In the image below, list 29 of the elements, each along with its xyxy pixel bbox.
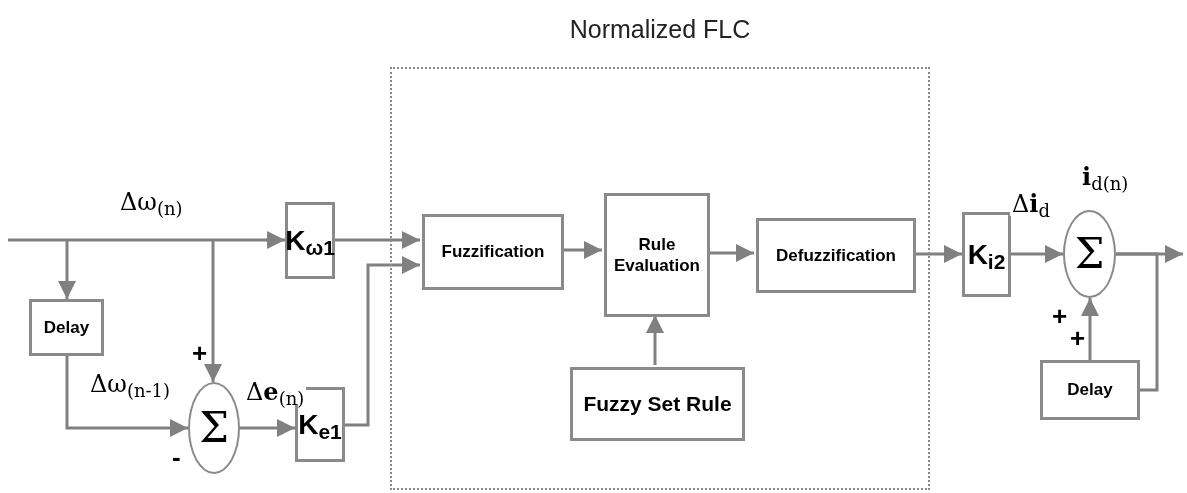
arrow [914, 245, 962, 263]
arrow [240, 419, 295, 437]
arrow [58, 240, 76, 299]
arrow [335, 231, 420, 249]
arrow [65, 356, 188, 437]
arrow [345, 256, 420, 427]
group-title: Normalized FLC [568, 14, 752, 45]
arrow [562, 241, 602, 259]
process-box: Delay [29, 299, 104, 356]
arrow [646, 315, 664, 365]
sign-label: + [1070, 325, 1086, 351]
arrow [1081, 298, 1099, 360]
arrow [1011, 245, 1063, 263]
summing-junction: Σ [188, 382, 240, 474]
gain-block: K$_{ω1}$ [285, 202, 335, 279]
sign-label: + [1052, 303, 1068, 329]
arrow [204, 240, 222, 382]
signal-label: Δi$_{d}$ [1010, 192, 1052, 216]
process-box: Defuzzification [756, 218, 916, 293]
process-box: Delay [1040, 360, 1140, 420]
summing-junction: Σ [1063, 210, 1116, 298]
gain-block: K$_{i2}$ [962, 212, 1011, 297]
process-box: Fuzzification [422, 214, 564, 290]
sign-label: + [192, 340, 208, 366]
arrow [708, 244, 754, 262]
process-box: Rule Evaluation [604, 193, 710, 317]
process-box: Fuzzy Set Rule [570, 367, 745, 441]
sign-label: - [172, 444, 181, 470]
arrow [8, 231, 285, 249]
